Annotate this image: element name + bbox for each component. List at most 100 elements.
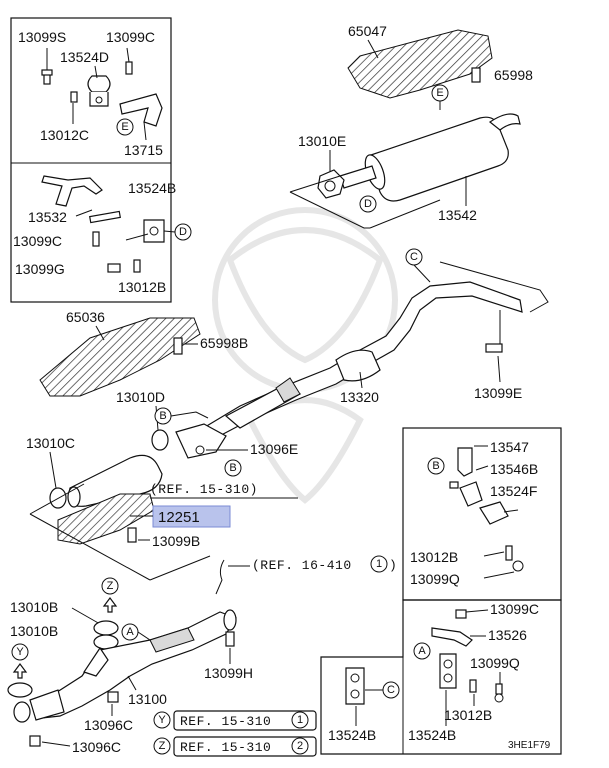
collar-13012c-drawing xyxy=(70,91,78,103)
label-13320: 13320 xyxy=(340,389,379,405)
svg-text:1: 1 xyxy=(376,558,382,570)
svg-text:B: B xyxy=(432,460,439,472)
label-13010e: 13010E xyxy=(298,133,346,149)
bolt-13099c-br-drawing xyxy=(455,609,467,619)
bolt-65998b-drawing xyxy=(173,337,183,355)
label-13010d: 13010D xyxy=(116,389,165,405)
svg-text:C: C xyxy=(387,684,395,696)
svg-text:D: D xyxy=(364,198,372,210)
callout-b-right: B xyxy=(427,457,445,475)
muffler-13542-drawing xyxy=(339,113,521,202)
svg-text:): ) xyxy=(389,558,397,573)
ref-16-410-circle: 1 xyxy=(370,555,388,573)
svg-text:Z: Z xyxy=(107,580,114,592)
svg-text:B: B xyxy=(229,462,236,474)
label-65998b: 65998B xyxy=(200,335,248,351)
bolt-13099q-br-drawing xyxy=(494,683,504,703)
nut-13096c-a-drawing xyxy=(107,691,119,703)
label-13099q-right: 13099Q xyxy=(410,571,460,587)
ref-y-row: Y REF. 15-310 1 xyxy=(153,710,317,731)
top-left-box: E D 13099S 13099C 13524D 13012C 13715 13… xyxy=(10,17,192,303)
heat-shield-65047-drawing xyxy=(347,29,493,99)
label-13099b: 13099B xyxy=(152,533,200,549)
svg-text:1: 1 xyxy=(297,714,303,726)
hanger-13524d-drawing xyxy=(87,75,111,107)
ref-16-410: (REF. 16-410 xyxy=(252,558,352,573)
callout-y: Y xyxy=(11,643,29,661)
arrow-z xyxy=(102,597,118,613)
callout-a-pipe: A xyxy=(121,623,139,641)
hanger-13546b-drawing xyxy=(459,481,483,507)
label-13099c-mid: 13099C xyxy=(13,233,62,249)
label-13012b-br: 13012B xyxy=(444,707,492,723)
label-13099c-br: 13099C xyxy=(490,601,539,617)
bolt-13099c-mid-drawing xyxy=(92,231,100,247)
label-13524b-bl: 13524B xyxy=(328,727,376,743)
hanger-13524b-br-drawing xyxy=(439,653,457,689)
label-13532: 13532 xyxy=(28,209,67,225)
bolt-65998-drawing xyxy=(471,67,481,83)
callout-d-left: D xyxy=(174,223,192,241)
label-13096c-a: 13096C xyxy=(84,717,133,733)
bolt-13099g-drawing xyxy=(107,263,121,273)
label-13546b: 13546B xyxy=(490,461,538,477)
svg-text:B: B xyxy=(159,410,166,422)
label-13099s: 13099S xyxy=(18,29,66,45)
heat-shield-65036-drawing xyxy=(39,317,201,397)
collar-13012b-br-drawing xyxy=(469,679,477,693)
label-13099g: 13099G xyxy=(15,261,65,277)
svg-text:C: C xyxy=(410,251,418,263)
callout-a-bottom: A xyxy=(413,642,431,660)
ref-15-310-z: REF. 15-310 xyxy=(180,740,271,755)
label-13012c: 13012C xyxy=(40,127,89,143)
label-13715: 13715 xyxy=(124,142,163,158)
ref-15-310-y: REF. 15-310 xyxy=(180,714,271,729)
gasket-y-drawing xyxy=(7,682,33,698)
diagram-code: 3HE1F79 xyxy=(508,740,551,751)
right-middle-box: B 13547 13546B 13524F 13012B 13099Q xyxy=(402,427,562,601)
label-13096c-b: 13096C xyxy=(72,739,121,755)
label-13010b: 13010B xyxy=(10,599,58,615)
callout-c-bottom: C xyxy=(382,681,400,699)
label-12251[interactable]: 12251 xyxy=(158,509,200,526)
label-13096e: 13096E xyxy=(250,441,298,457)
label-13524f: 13524F xyxy=(490,483,537,499)
callout-z-top: Z xyxy=(101,577,119,595)
front-pipe-13100-drawing xyxy=(13,609,237,723)
bolt-13099b-drawing xyxy=(127,527,137,543)
label-13542: 13542 xyxy=(438,207,477,223)
svg-text:A: A xyxy=(126,626,134,638)
label-13099h: 13099H xyxy=(204,665,253,681)
svg-text:E: E xyxy=(436,87,443,99)
callout-e-top: E xyxy=(116,118,134,136)
collar-13012b-mid-drawing xyxy=(133,259,141,273)
catalytic-converter-12251-drawing xyxy=(57,454,163,545)
bolt-13099e-drawing xyxy=(485,343,503,353)
label-65047: 65047 xyxy=(348,23,387,39)
svg-text:2: 2 xyxy=(297,740,303,752)
arrow-y xyxy=(12,663,28,679)
label-13010b-lower: 13010B xyxy=(10,623,58,639)
svg-text:Y: Y xyxy=(16,646,24,658)
svg-text:D: D xyxy=(179,226,187,238)
svg-text:E: E xyxy=(121,121,128,133)
ref-z-row: Z REF. 15-310 2 xyxy=(153,736,317,757)
label-13100: 13100 xyxy=(128,691,167,707)
svg-text:A: A xyxy=(418,645,426,657)
bolt-13099q-right-drawing xyxy=(505,545,524,572)
label-13012b-mid: 13012B xyxy=(118,279,166,295)
callout-d-muffler: D xyxy=(359,195,377,213)
bracket-13532-drawing xyxy=(41,175,121,224)
bracket-13715-drawing xyxy=(119,93,163,127)
label-13010c: 13010C xyxy=(26,435,75,451)
callout-c-pipe: C xyxy=(405,248,423,266)
gasket-13010d-drawing xyxy=(151,429,169,451)
oxygen-sensor-wire xyxy=(215,559,225,595)
label-13547: 13547 xyxy=(490,439,529,455)
bottom-right-box: C 13524B A 13099C 13526 13099Q 13012B xyxy=(320,599,562,755)
label-13524b-mid: 13524B xyxy=(128,180,176,196)
bracket-13526-drawing xyxy=(431,627,473,647)
svg-text:Z: Z xyxy=(159,740,166,752)
ref-15-310-mid: (REF. 15-310) xyxy=(150,482,258,497)
